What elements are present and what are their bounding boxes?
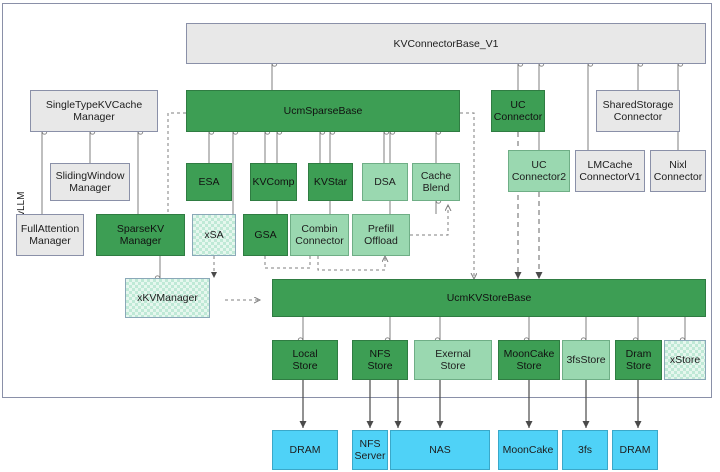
- node-lmcacheconnectorv1[interactable]: LMCache ConnectorV1: [575, 150, 645, 192]
- node-fullattentionmanager[interactable]: FullAttention Manager: [16, 214, 84, 256]
- node-ucconnector2[interactable]: UC Connector2: [508, 150, 570, 192]
- node-nfsstore[interactable]: NFS Store: [352, 340, 408, 380]
- node-nas[interactable]: NAS: [390, 430, 490, 470]
- node-ucmkvstorebase[interactable]: UcmKVStoreBase: [272, 279, 706, 317]
- node-exernalstore[interactable]: Exernal Store: [414, 340, 492, 380]
- node-cacheblend[interactable]: Cache Blend: [412, 163, 460, 201]
- node-slidingwindowmanager[interactable]: SlidingWindow Manager: [50, 163, 130, 201]
- vllm-container-boundary: [2, 3, 712, 398]
- node-localstore[interactable]: Local Store: [272, 340, 338, 380]
- node-kvconnectorbase_v1[interactable]: KVConnectorBase_V1: [186, 23, 706, 64]
- node-gsa[interactable]: GSA: [243, 214, 288, 256]
- node-mooncakestore[interactable]: MoonCake Store: [498, 340, 560, 380]
- node-nixlconnector[interactable]: Nixl Connector: [650, 150, 706, 192]
- node-kvcomp[interactable]: KVComp: [250, 163, 297, 201]
- node-dramstore[interactable]: Dram Store: [615, 340, 662, 380]
- node-nfsserver[interactable]: NFS Server: [352, 430, 388, 470]
- node-3fs[interactable]: 3fs: [562, 430, 608, 470]
- node-ucconnector[interactable]: UC Connector: [491, 90, 545, 132]
- node-xkvmanager[interactable]: xKVManager: [125, 278, 210, 318]
- node-singletypekvcachemanager[interactable]: SingleTypeKVCache Manager: [30, 90, 158, 132]
- node-mooncake[interactable]: MoonCake: [498, 430, 558, 470]
- node-3fsstore[interactable]: 3fsStore: [562, 340, 610, 380]
- node-xstore[interactable]: xStore: [664, 340, 706, 380]
- node-combinconnector[interactable]: Combin Connector: [290, 214, 349, 256]
- node-sharedstorageconnector[interactable]: SharedStorage Connector: [596, 90, 680, 132]
- node-prefilloffload[interactable]: Prefill Offload: [352, 214, 410, 256]
- node-esa[interactable]: ESA: [186, 163, 232, 201]
- node-dsa[interactable]: DSA: [362, 163, 408, 201]
- node-dram_left[interactable]: DRAM: [272, 430, 338, 470]
- node-kvstar[interactable]: KVStar: [308, 163, 353, 201]
- node-sparsekvmanager[interactable]: SparseKV Manager: [96, 214, 185, 256]
- node-ucmsparsebase[interactable]: UcmSparseBase: [186, 90, 460, 132]
- node-dram_right[interactable]: DRAM: [612, 430, 658, 470]
- node-xsa[interactable]: xSA: [192, 214, 236, 256]
